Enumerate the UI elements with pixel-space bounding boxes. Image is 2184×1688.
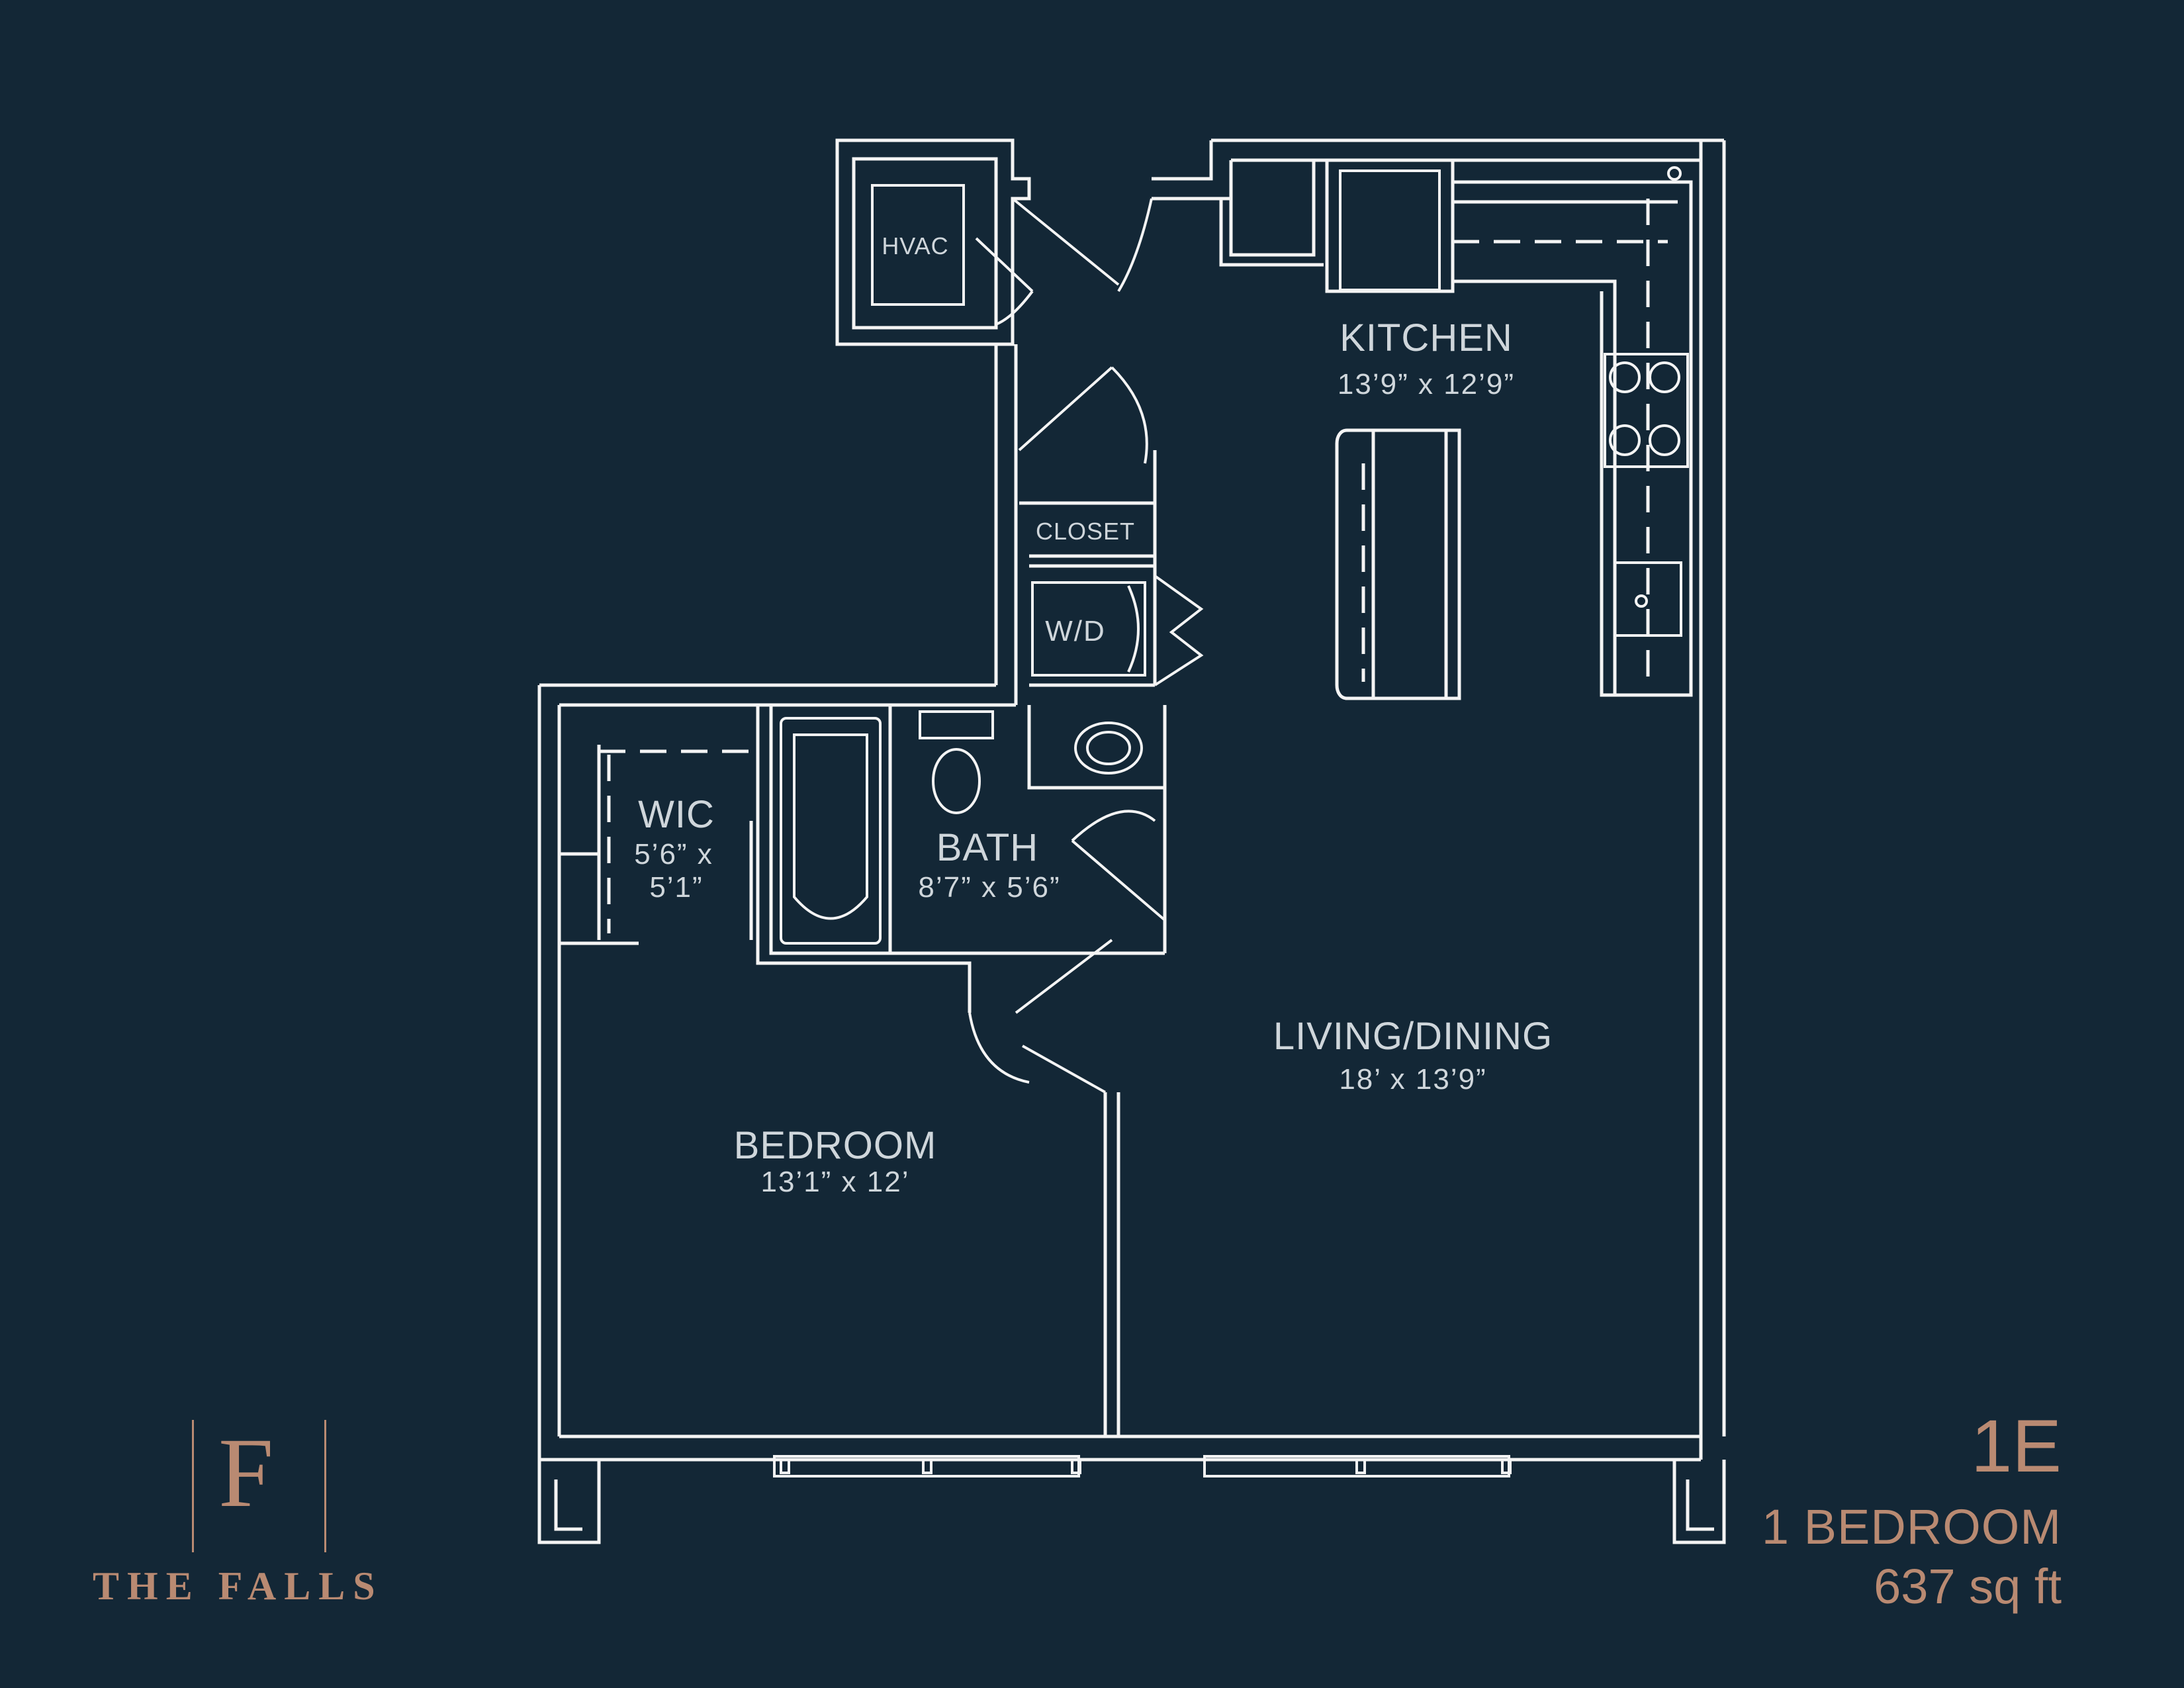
bath-dims: 8’7” x 5’6”: [918, 871, 1060, 904]
bedroom-label: BEDROOM: [734, 1124, 937, 1167]
closet-wd: [1014, 366, 1204, 687]
logo-letter: F: [218, 1418, 274, 1528]
kitchen-dims: 13’9” x 12’9”: [1338, 368, 1515, 400]
unit-type: 1 BEDROOM: [1761, 1499, 2062, 1554]
kitchen-island: [1335, 428, 1461, 700]
living-label: LIVING/DINING: [1273, 1015, 1553, 1058]
closet-label: CLOSET: [1036, 518, 1135, 545]
wd-label: W/D: [1045, 615, 1106, 647]
logo-bar-left: [192, 1420, 194, 1552]
bath: [749, 705, 1167, 1013]
windows: [537, 1455, 1726, 1544]
exterior-walls: [537, 138, 1726, 1462]
brand-name: THE FALLS: [93, 1564, 383, 1608]
bath-label: BATH: [936, 826, 1038, 869]
living-dims: 18’ x 13’9”: [1339, 1063, 1486, 1096]
hvac-label: HVAC: [882, 232, 948, 259]
entry-doors: [975, 197, 1153, 326]
wic: [559, 745, 758, 945]
wic-label: WIC: [638, 793, 715, 836]
wic-dims-2: 5’1”: [649, 871, 703, 904]
kitchen-counters: [1453, 166, 1693, 697]
logo-bar-right: [324, 1420, 326, 1552]
wic-dims-1: 5’6” x: [634, 838, 713, 870]
partition: [968, 939, 1120, 1436]
unit-area: 637 sq ft: [1874, 1559, 2062, 1614]
bedroom-dims: 13’1” x 12’: [760, 1166, 909, 1198]
unit-code: 1E: [1971, 1405, 2062, 1487]
kitchen-label: KITCHEN: [1340, 316, 1513, 359]
